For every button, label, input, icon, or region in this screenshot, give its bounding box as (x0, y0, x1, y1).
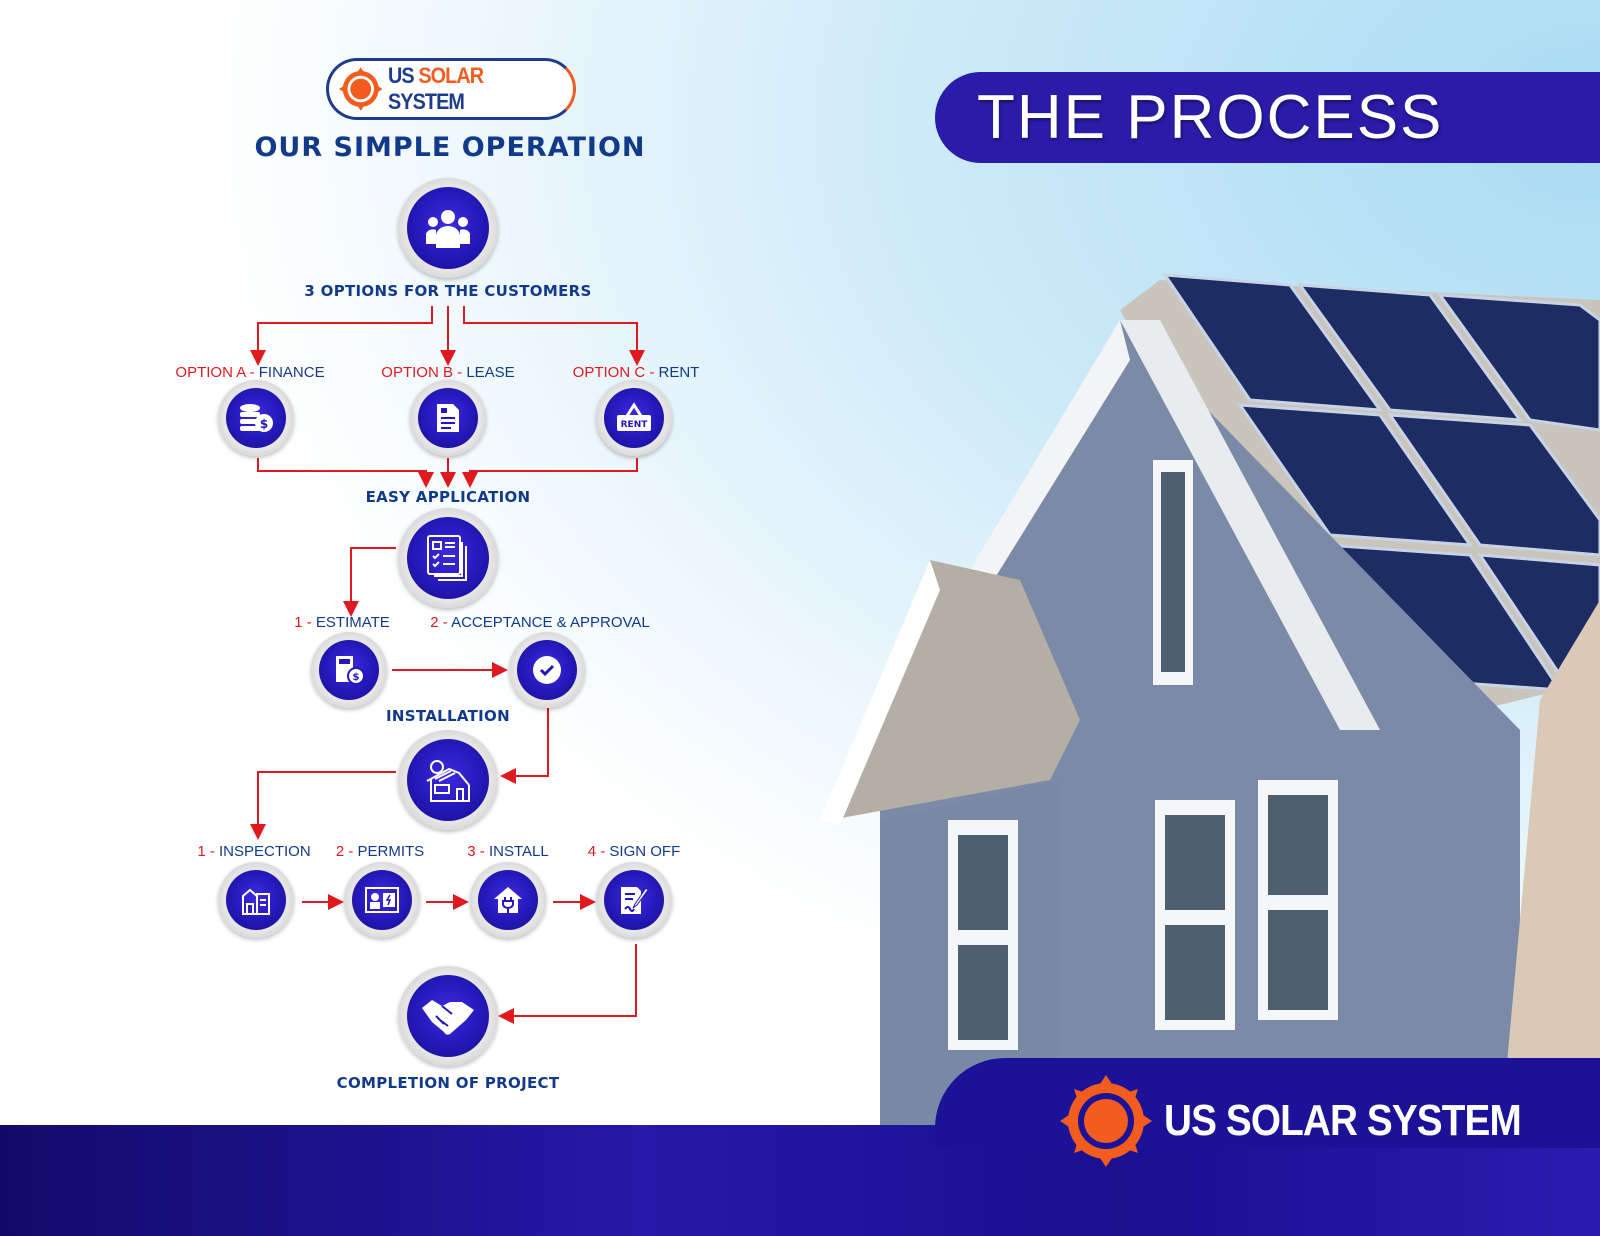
banner-title: THE PROCESS (977, 83, 1444, 152)
house-plug-icon (494, 887, 522, 913)
sun-logo-icon (339, 67, 383, 111)
inspection-label: 1 - INSPECTION (197, 843, 311, 860)
logo-text: US SOLAR SYSTEM (388, 63, 484, 114)
lease-document-icon (437, 404, 459, 432)
option-c-label: OPTION C - RENT (572, 364, 700, 381)
installation-label: INSTALLATION (386, 707, 510, 725)
option-a-label: OPTION A - FINANCE (175, 364, 325, 381)
option-b-node (410, 380, 486, 456)
calculator-dollar-icon: $ (336, 656, 365, 685)
sign-document-icon (621, 887, 649, 914)
page-heading: OUR SIMPLE OPERATION (254, 132, 646, 163)
svg-text:$: $ (353, 672, 360, 683)
brand-logo: US SOLAR SYSTEM (326, 58, 576, 120)
estimate-node: $ (311, 632, 387, 708)
sign-off-node (596, 862, 672, 938)
coins-dollar-icon: $ (240, 404, 273, 432)
permits-label: 2 - PERMITS (335, 843, 425, 860)
option-a-node: $ (218, 380, 294, 456)
permits-node (344, 862, 420, 938)
approval-node (509, 632, 585, 708)
footer-brand-name: US SOLAR SYSTEM (1164, 1096, 1522, 1145)
customers-node (398, 178, 498, 278)
completion-node (398, 966, 498, 1066)
option-b-label: OPTION B - LEASE (381, 364, 515, 381)
footer-logo: US SOLAR SYSTEM (1060, 1075, 1570, 1167)
solar-house-icon (426, 760, 470, 802)
title-banner: THE PROCESS (935, 72, 1600, 163)
sun-logo-icon (1060, 1075, 1152, 1167)
option-c-node: RENT (596, 380, 672, 456)
inspection-node (218, 862, 294, 938)
group-people-icon (426, 210, 470, 248)
install-node (470, 862, 546, 938)
svg-text:$: $ (260, 417, 268, 431)
completion-label: COMPLETION OF PROJECT (336, 1074, 560, 1092)
permit-icon (365, 887, 399, 913)
estimate-label: 1 - ESTIMATE (294, 614, 390, 631)
application-node (398, 508, 498, 608)
application-form-icon (427, 535, 467, 581)
inspection-icon (242, 888, 270, 915)
approval-label: 2 - ACCEPTANCE & APPROVAL (430, 614, 650, 631)
rent-sign-icon: RENT (617, 402, 651, 431)
flow-arrows (250, 306, 645, 1024)
application-label: EASY APPLICATION (365, 488, 531, 506)
handshake-icon (422, 1000, 474, 1035)
footer-logo-tab (935, 1058, 1600, 1148)
sign-off-label: 4 - SIGN OFF (587, 843, 681, 860)
svg-text:RENT: RENT (621, 420, 649, 430)
customers-label: 3 OPTIONS FOR THE CUSTOMERS (304, 282, 592, 300)
installation-node (398, 730, 498, 830)
check-icon (533, 656, 561, 684)
solar-house-photo (820, 273, 1600, 1140)
install-label: 3 - INSTALL (467, 843, 549, 860)
